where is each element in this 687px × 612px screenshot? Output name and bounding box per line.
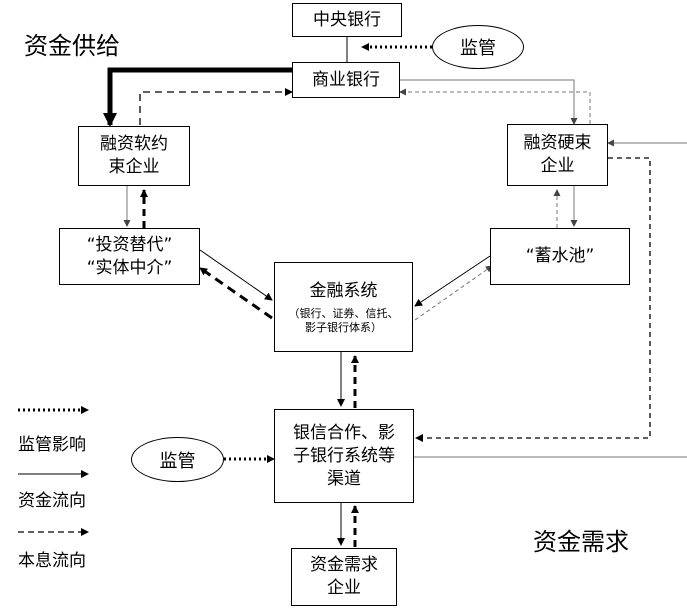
legend-regulation-text: 监管影响 <box>18 435 86 455</box>
supply-heading: 资金供给 <box>24 32 120 60</box>
supervision-top-ellipse: 监管 <box>432 25 524 69</box>
reservoir-node: “蓄水池” <box>490 228 630 285</box>
central-bank-label: 中央银行 <box>313 9 381 30</box>
soft-to-commercial-interest <box>139 88 293 125</box>
commercial-to-hard <box>400 79 578 125</box>
financial-system-sub2: 影子银行体系） <box>305 320 382 334</box>
hard-firm-line1: 融资硬束 <box>523 133 592 153</box>
legend-interest-text: 本息流向 <box>18 551 86 571</box>
demand-firm-line1: 资金需求 <box>310 555 378 575</box>
reservoir-label: “蓄水池” <box>525 246 595 266</box>
commercial-bank-node: 商业银行 <box>292 62 400 98</box>
channel-line1: 银信合作、影 <box>293 422 395 443</box>
invest-to-finsys <box>199 249 273 301</box>
invest-sub-line2: “实体中介” <box>86 257 173 278</box>
demand-firm-line2: 企业 <box>327 578 361 598</box>
financial-system-sub1: （银行、证券、信托、 <box>288 306 399 320</box>
financial-system-node: 金融系统 （银行、证券、信托、 影子银行体系） <box>274 262 413 352</box>
hard-to-channel-interest <box>415 157 651 442</box>
hard-constraint-firm-node: 融资硬束 企业 <box>507 124 608 186</box>
supervision-top-label: 监管 <box>460 38 496 59</box>
central-bank-node: 中央银行 <box>292 3 402 37</box>
hard-to-commercial-interest <box>399 88 591 124</box>
reservoir-to-finsys <box>414 255 491 307</box>
commercial-to-soft-thick <box>103 67 292 127</box>
soft-constraint-firm-node: 融资软约 束企业 <box>78 126 190 186</box>
soft-firm-line2: 束企业 <box>108 157 160 177</box>
soft-firm-line1: 融资软约 <box>100 134 168 154</box>
supervision-left-label: 监管 <box>159 450 196 472</box>
commercial-bank-label: 商业银行 <box>312 69 380 90</box>
financial-system-title: 金融系统 <box>309 280 378 301</box>
demand-firm-node: 资金需求 企业 <box>291 548 397 606</box>
finsys-to-reservoir-interest <box>414 265 493 321</box>
hard-firm-line2: 企业 <box>540 156 575 176</box>
invest-sub-line1: “投资替代” <box>86 234 173 255</box>
channel-node: 银信合作、影 子银行系统等 渠道 <box>274 409 414 503</box>
investment-substitution-node: “投资替代” “实体中介” <box>59 228 200 285</box>
channel-line2: 子银行系统等 <box>293 445 395 466</box>
demand-heading: 资金需求 <box>533 528 629 556</box>
supervision-left-ellipse: 监管 <box>131 437 224 482</box>
legend-fund-text: 资金流向 <box>18 491 86 511</box>
channel-line3: 渠道 <box>327 468 361 489</box>
